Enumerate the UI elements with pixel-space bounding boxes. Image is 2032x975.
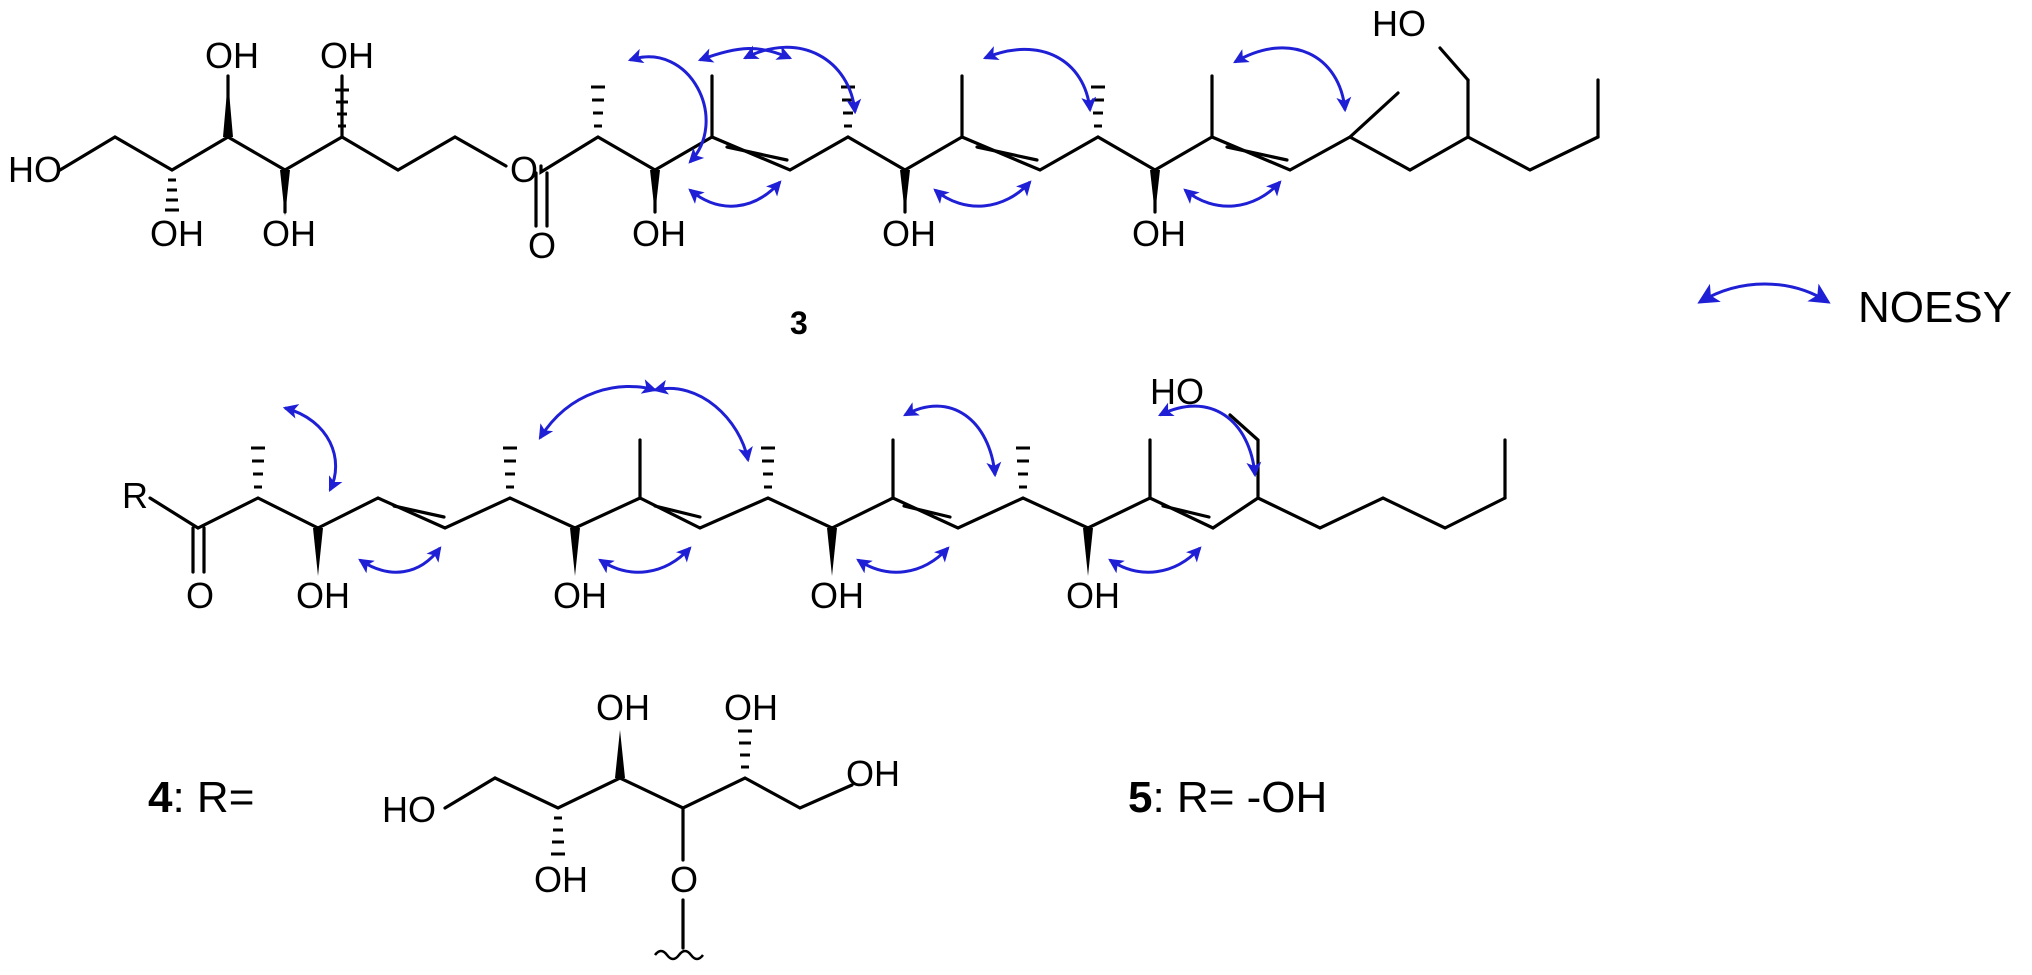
atom-oh: OH xyxy=(553,575,607,616)
atom-oh: OH xyxy=(724,687,778,728)
attachment-wavy-bond xyxy=(654,949,704,961)
atom-oh: OH xyxy=(150,213,204,254)
legend-text: NOESY xyxy=(1858,283,2012,332)
atom-oh: OH xyxy=(1066,575,1120,616)
atom-oh: OH xyxy=(846,753,900,794)
atom-oh: OH xyxy=(1132,213,1186,254)
atom-ho: HO xyxy=(382,789,436,830)
compound-3-hashed-bonds xyxy=(165,85,1105,212)
compound-3-stereo-bonds xyxy=(223,80,1160,216)
atom-oh: OH xyxy=(810,575,864,616)
atom-o: O xyxy=(528,225,556,266)
compound-4-sugar-atom-labels: HO OH OH OH OH O xyxy=(382,687,900,900)
noesy-legend: NOESY xyxy=(1697,282,2012,332)
compound-3-atom-labels: HO OH OH OH OH O O OH OH OH HO xyxy=(8,3,1426,266)
atom-oh: OH xyxy=(596,687,650,728)
atom-o: O xyxy=(186,575,214,616)
compound-5-label: 5: R= -OH xyxy=(1128,773,1327,822)
compound-3-noesy-arrows xyxy=(627,45,1352,208)
compound-4-atom-labels: R O OH OH OH OH HO xyxy=(122,371,1204,616)
compound-4-wedges xyxy=(313,528,1093,576)
atom-ho: HO xyxy=(8,149,62,190)
atom-ho: HO xyxy=(1372,3,1426,44)
atom-oh: OH xyxy=(296,575,350,616)
atom-oh: OH xyxy=(205,35,259,76)
compound-4-hashed-bonds xyxy=(251,446,1030,489)
atom-o: O xyxy=(670,859,698,900)
compound-4-sugar-stereo xyxy=(615,730,625,778)
compound-4-r-group-sugar xyxy=(443,776,854,950)
atom-oh: OH xyxy=(534,859,588,900)
atom-oh: OH xyxy=(262,213,316,254)
atom-r: R xyxy=(122,475,148,516)
compound-4-structure xyxy=(148,413,1507,574)
noesy-arrow-icon xyxy=(1697,282,1831,304)
compound-4-noesy-arrows xyxy=(282,379,1262,574)
compound-3-structure xyxy=(58,74,1600,228)
compound-3-label: 3 xyxy=(790,305,808,341)
compound-4-sugar-hashes xyxy=(551,729,752,856)
atom-o: O xyxy=(510,149,538,190)
compound-4-label: 4: R= xyxy=(148,773,254,822)
atom-oh: OH xyxy=(882,213,936,254)
compound-3-sidechain xyxy=(1438,46,1600,139)
atom-oh: OH xyxy=(632,213,686,254)
atom-oh: OH xyxy=(320,35,374,76)
